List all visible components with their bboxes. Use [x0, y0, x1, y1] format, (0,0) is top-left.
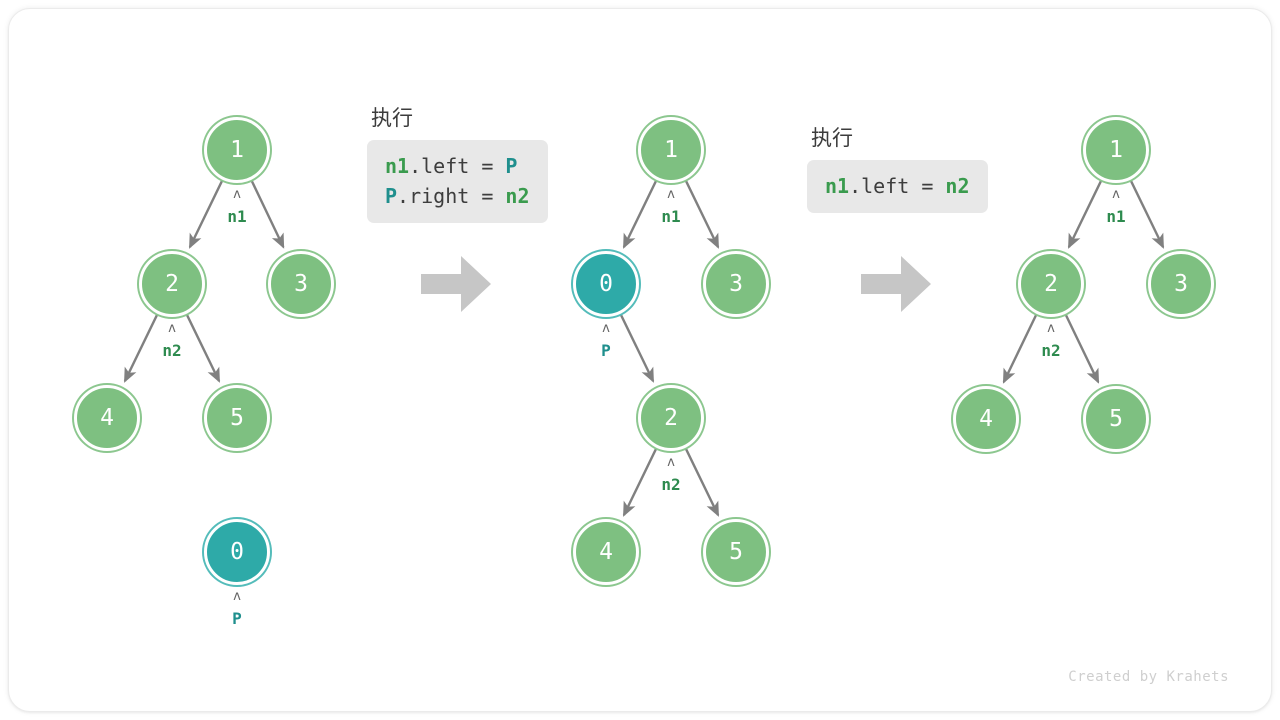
code-line: n1.left = n2 — [825, 171, 970, 201]
code-token-ptr: P — [385, 184, 398, 208]
code-token-plain: .left = — [849, 174, 946, 198]
code-token-var: n2 — [505, 184, 530, 208]
pointer-name: P — [232, 609, 242, 628]
tree-edge — [1002, 314, 1038, 384]
pointer-name: n2 — [162, 341, 182, 360]
tree-node-0: 0 — [204, 519, 270, 585]
pointer-name: n1 — [1106, 207, 1126, 226]
tree-edge — [250, 180, 285, 249]
tree-edge — [619, 314, 655, 383]
pointer-caret-icon: ʌ — [1047, 321, 1055, 336]
code-line: P.right = n2 — [385, 181, 530, 211]
step-1-title: 执行 — [371, 106, 413, 130]
code-token-ptr: P — [505, 154, 518, 178]
pointer-caret-icon: ʌ — [1112, 187, 1120, 202]
transition-arrow-group — [421, 256, 931, 312]
pointer-label-n2: ʌ n2 — [1011, 321, 1091, 361]
tree-edges-layer — [123, 180, 1165, 517]
tree-edge — [1067, 180, 1103, 249]
pointer-name: P — [601, 341, 611, 360]
tree-node-1: 1 — [638, 117, 704, 183]
pointer-caret-icon: ʌ — [667, 455, 675, 470]
edge-group — [123, 180, 1165, 517]
code-token-plain: .left = — [409, 154, 506, 178]
tree-node-4: 4 — [74, 385, 140, 451]
tree-node-2: 2 — [1018, 251, 1084, 317]
credit-text: Created by Krahets — [1068, 669, 1229, 685]
step-2: 执行 n1.left = n2 — [807, 125, 988, 213]
pointer-caret-icon: ʌ — [168, 321, 176, 336]
tree-node-2: 2 — [139, 251, 205, 317]
tree-node-5: 5 — [1083, 386, 1149, 452]
pointer-name: n2 — [1041, 341, 1061, 360]
pointer-label-n1: ʌ n1 — [1076, 187, 1156, 227]
code-token-var: n1 — [825, 174, 850, 198]
tree-node-4: 4 — [573, 519, 639, 585]
tree-node-2: 2 — [638, 385, 704, 451]
tree-edge — [684, 448, 720, 517]
tree-node-5: 5 — [204, 385, 270, 451]
tree-node-0: 0 — [573, 251, 639, 317]
code-token-var: n1 — [385, 154, 410, 178]
code-token-var: n2 — [945, 174, 970, 198]
tree-edge — [622, 180, 658, 249]
tree-node-1: 1 — [1083, 117, 1149, 183]
pointer-label-n1: ʌ n1 — [631, 187, 711, 227]
tree-node-3: 3 — [1148, 251, 1214, 317]
tree-node-3: 3 — [703, 251, 769, 317]
tree-edge — [622, 448, 658, 517]
pointer-label-n2: ʌ n2 — [631, 455, 711, 495]
code-line: n1.left = P — [385, 151, 530, 181]
pointer-caret-icon: ʌ — [667, 187, 675, 202]
tree-edge — [684, 180, 720, 249]
pointer-caret-icon: ʌ — [602, 321, 610, 336]
tree-node-3: 3 — [268, 251, 334, 317]
tree-node-5: 5 — [703, 519, 769, 585]
tree-edge — [185, 314, 221, 383]
pointer-caret-icon: ʌ — [233, 589, 241, 604]
pointer-name: n1 — [227, 207, 247, 226]
tree-node-1: 1 — [204, 117, 270, 183]
arrow-1 — [421, 256, 491, 312]
pointer-caret-icon: ʌ — [233, 187, 241, 202]
tree-edge — [123, 314, 159, 383]
step-2-title: 执行 — [811, 126, 853, 150]
pointer-name: n1 — [661, 207, 681, 226]
tree-edge — [1129, 180, 1165, 249]
tree-edge — [188, 180, 224, 249]
tree-node-4: 4 — [953, 386, 1019, 452]
pointer-name: n2 — [661, 475, 681, 494]
code-token-plain: .right = — [397, 184, 506, 208]
pointer-label-n1: ʌ n1 — [197, 187, 277, 227]
pointer-label-n2: ʌ n2 — [132, 321, 212, 361]
arrow-2 — [861, 256, 931, 312]
step-2-code-block: n1.left = n2 — [807, 160, 988, 213]
tree-edge — [1064, 314, 1100, 384]
